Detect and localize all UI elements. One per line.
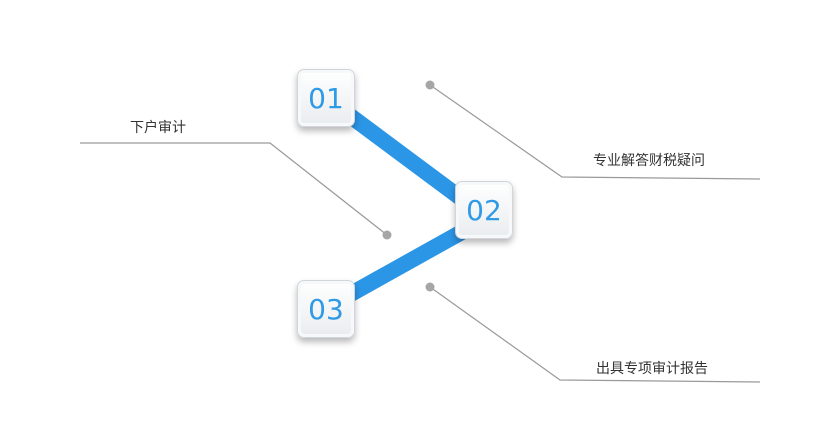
step-number: 03: [308, 292, 344, 326]
step-number: 01: [308, 81, 344, 115]
leader-line-2: [429, 84, 761, 180]
step-node-01: 01: [297, 69, 355, 127]
leader-line-3: [429, 286, 761, 383]
step-node-02: 02: [455, 181, 513, 239]
step-node-03: 03: [297, 280, 355, 338]
step-label-3: 出具专项审计报告: [596, 361, 708, 377]
leader-dot-1: [382, 230, 392, 240]
step-number: 02: [466, 193, 502, 227]
leader-dot-2: [425, 80, 435, 90]
step-label-1: 下户审计: [130, 120, 186, 136]
connector-01-02: [340, 105, 475, 212]
connector-02-03: [336, 216, 482, 307]
leader-dot-3: [425, 282, 435, 292]
leader-line-1: [80, 142, 388, 236]
step-label-2: 专业解答财税疑问: [593, 153, 705, 169]
